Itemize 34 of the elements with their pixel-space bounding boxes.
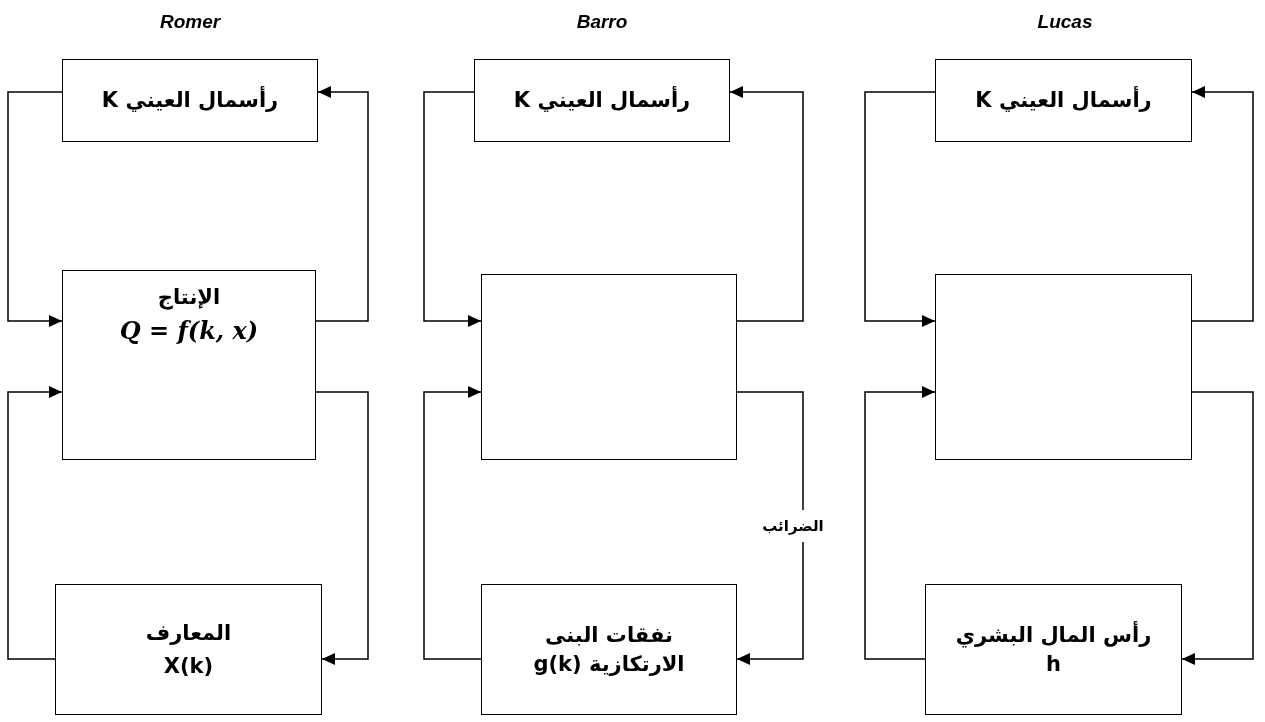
empty-box <box>481 274 737 460</box>
arrow <box>864 91 936 327</box>
box-text: رأسمال العيني K <box>101 86 279 115</box>
formula: Q = f(k, x) <box>119 315 259 348</box>
edge-label: الضرائب <box>762 516 824 535</box>
box-text: الإنتاج <box>157 284 221 312</box>
arrow <box>1191 86 1254 322</box>
arrow <box>423 386 482 660</box>
arrow <box>315 86 369 322</box>
process-box <box>474 59 730 142</box>
process-box <box>62 59 318 142</box>
arrow <box>736 391 804 665</box>
arrow <box>7 91 63 327</box>
process-box <box>935 59 1192 142</box>
box-text: رأسمال العيني K <box>513 86 691 115</box>
box-text: نفقات البنى الارتكازية g(k) <box>532 622 686 678</box>
box-text: رأسمال العيني K <box>975 86 1152 115</box>
arrow <box>1181 391 1254 665</box>
arrow <box>7 386 63 660</box>
empty-box <box>935 274 1192 460</box>
process-box <box>62 270 316 460</box>
arrow <box>729 86 804 322</box>
column-title: Lucas <box>1037 11 1093 32</box>
column-title: Barro <box>576 11 628 32</box>
process-box <box>55 584 322 715</box>
box-text: المعارف <box>145 620 232 648</box>
process-box <box>481 584 737 715</box>
arrow <box>315 391 369 665</box>
box-text: رأس المال البشري h <box>954 621 1153 678</box>
arrow <box>864 386 936 660</box>
arrow <box>423 91 482 327</box>
box-text: X(k) <box>163 652 214 680</box>
process-box <box>925 584 1182 715</box>
column-title: Romer <box>159 11 221 32</box>
